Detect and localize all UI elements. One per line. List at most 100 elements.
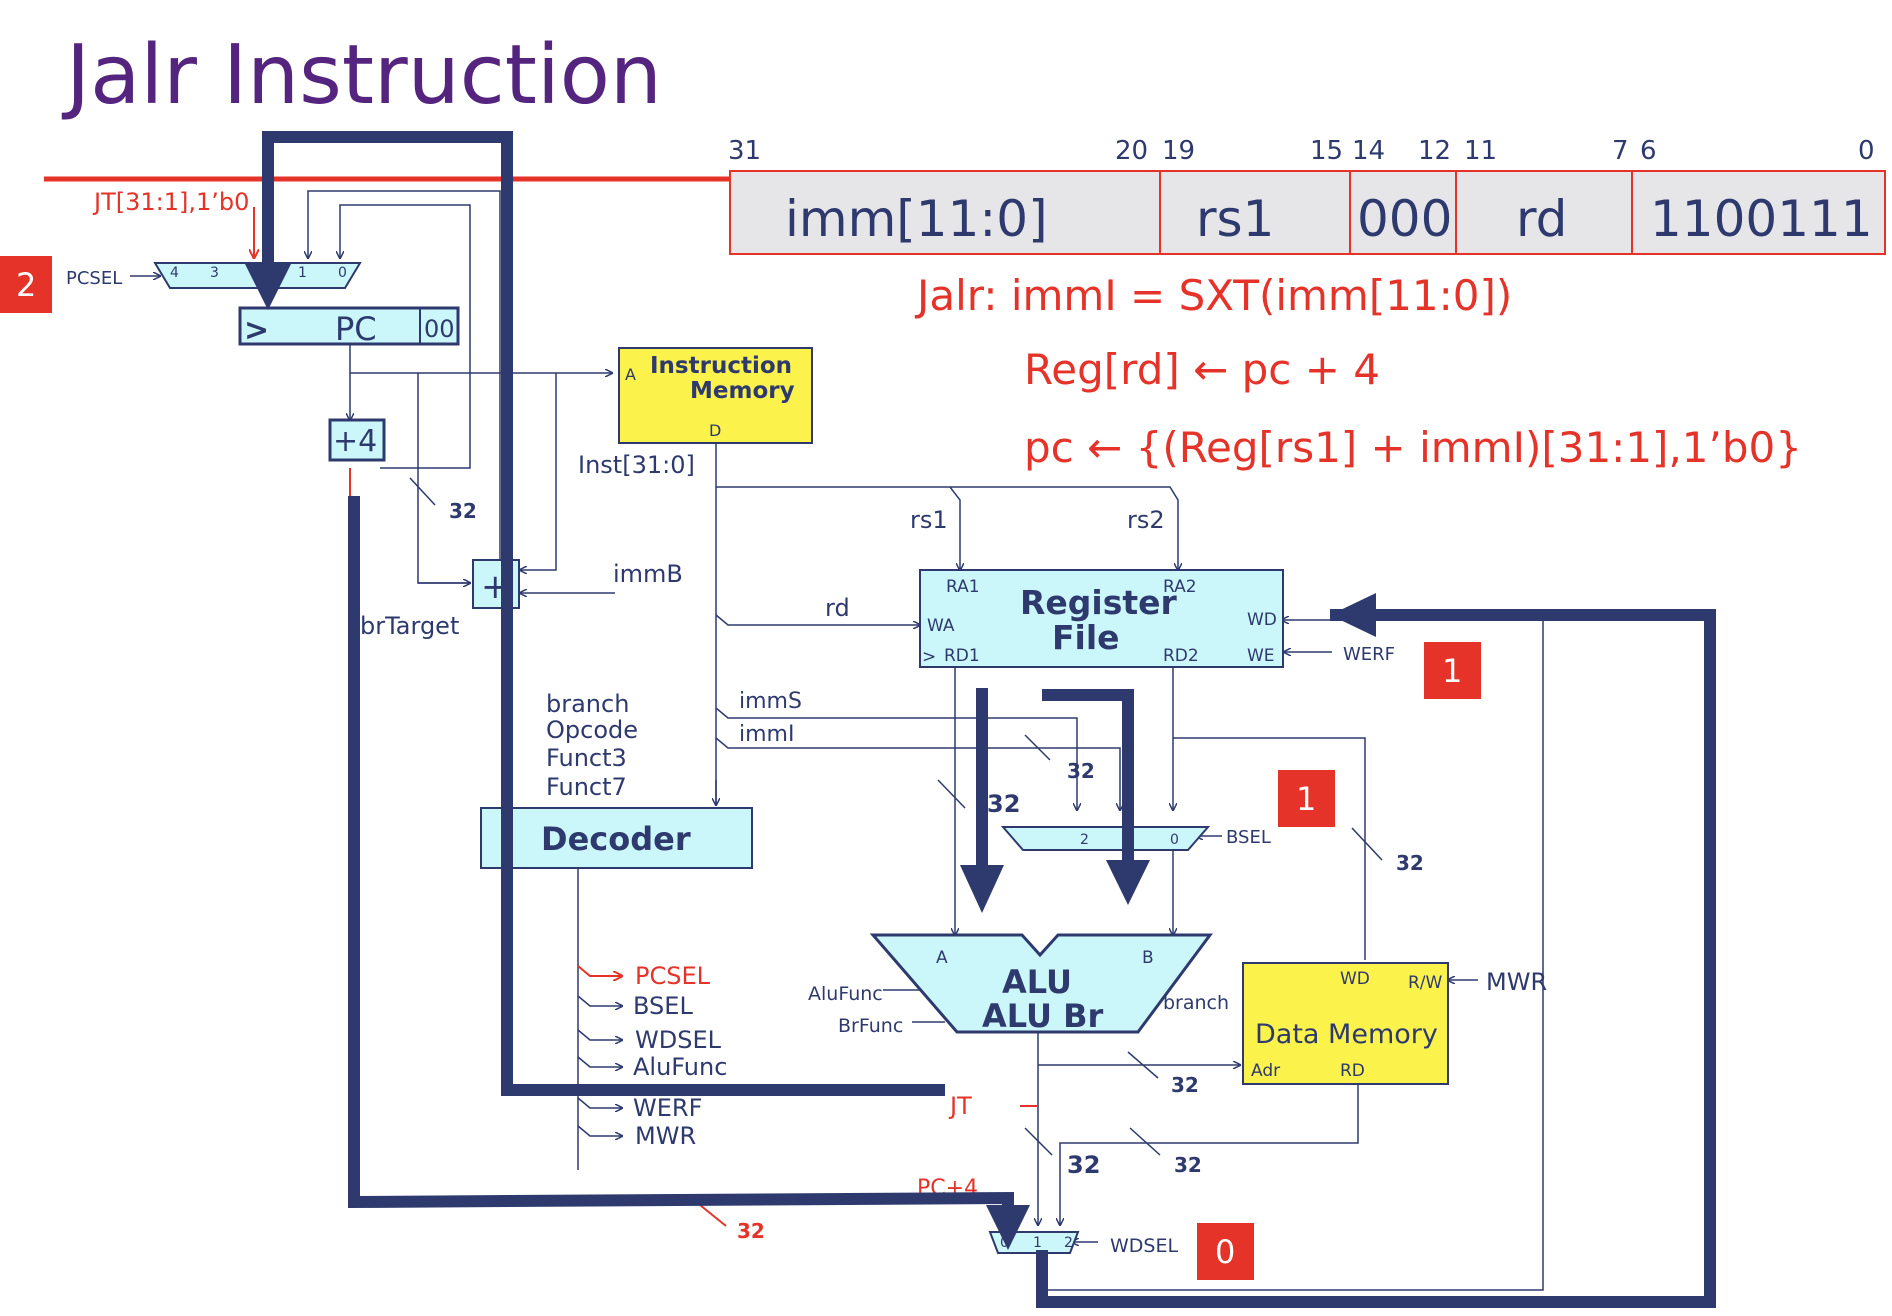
regfile-title-2: File [1052,618,1120,657]
bus-width-label: 32 [1067,1151,1100,1179]
pcsel-mux-input: 4 [170,265,179,281]
rd-label: rd [825,594,850,622]
alu-branch-label: branch [1163,992,1229,1014]
badge-wdsel-value: 0 [1215,1233,1235,1271]
highlight-immi-path [1042,689,1134,865]
decoder-input-label: branch [546,690,629,718]
field-opcode: 1100111 [1650,190,1873,248]
bit-label: 0 [1858,136,1875,166]
pc-register [238,306,460,346]
instruction-memory [618,347,813,444]
pc-suffix: 00 [424,315,455,343]
highlight-jt-path [262,131,945,1096]
bsel-label: BSEL [1226,827,1271,848]
wire-pc-to-adder-b [520,373,557,570]
imem-title-2: Memory [690,378,795,404]
pc-clock-icon: > [244,313,269,348]
imms-label: immS [739,689,802,714]
badge-pcsel-value: 2 [16,266,36,304]
alu [869,933,1213,1034]
regfile-port: RA1 [946,577,980,597]
decoder-input-label: Funct7 [546,773,627,801]
wire-mem-rd [1060,1080,1359,1225]
bus-width-label: 32 [1396,851,1424,875]
wire-brtarget-feedback [308,190,501,583]
ctrl-mwr: MWR [635,1122,696,1150]
wire-rd2-to-wd [1173,737,1366,960]
regfile-title-1: Register [1020,583,1178,622]
rs1-label: rs1 [910,506,948,534]
werf-signal-label: WERF [1343,644,1395,665]
plus4-adder [328,418,386,462]
dmem-title: Data Memory [1255,1019,1438,1050]
bit-label: 20 [1115,136,1148,166]
bsel-mux-input: 2 [1080,832,1089,848]
highlight-arrowhead [960,865,1004,913]
pcsel-label: PCSEL [66,268,122,289]
equation-reg-rd: Reg[rd] ← pc + 4 [1024,345,1380,394]
imem-title-1: Instruction [650,353,792,379]
wdsel-label: WDSEL [1110,1235,1178,1257]
alu-br-label: ALU Br [982,997,1104,1035]
dmem-port-wd: WD [1340,969,1370,989]
regfile-port: WA [927,616,955,636]
field-rd: rd [1516,190,1567,248]
decoder-input-label: Opcode [546,716,638,744]
bit-label: 12 [1418,136,1451,166]
ctrl-bsel: BSEL [633,992,693,1020]
bit-positions: 31 20 19 15 14 12 11 7 6 0 [728,136,1875,166]
mwr-signal-label: MWR [1486,968,1547,996]
register-file [919,569,1284,668]
immi-label: immI [739,722,794,747]
wire-immi [715,737,1120,810]
wire-rs1 [716,486,960,570]
decoder-label: Decoder [541,820,691,858]
bus-width-label: 32 [1174,1153,1202,1177]
rs2-label: rs2 [1127,506,1165,534]
plus4-label: +4 [333,424,377,459]
dmem-port-rd: RD [1340,1061,1365,1081]
regfile-port: RD2 [1163,646,1199,666]
equation-pc: pc ← {(Reg[rs1] + immI)[31:1],1’b0} [1024,423,1802,472]
highlight-wd-path [1036,609,1716,1308]
badge-pcsel [0,256,52,313]
alu-label: ALU [1002,963,1072,1001]
bus-width-label: 32 [737,1219,765,1243]
bit-label: 15 [1310,136,1343,166]
ctrl-alufunc: AluFunc [633,1053,727,1081]
highlight-arrowhead [244,262,292,310]
ctrl-werf: WERF [633,1094,702,1122]
badge-werf-value: 1 [1442,652,1462,690]
alu-port-b: B [1142,948,1154,968]
alu-port-a: A [936,948,948,968]
wire-rd [715,614,920,625]
brtarget-label: brTarget [360,612,459,640]
bsel-mux-input: 0 [1170,832,1179,848]
dmem-port-adr: Adr [1251,1061,1280,1081]
imem-port-d: D [709,421,721,440]
bit-label: 6 [1640,136,1657,166]
inst-bus-label: Inst[31:0] [578,451,695,479]
decoder [480,807,753,869]
brfunc-label: BrFunc [838,1015,903,1037]
ctrl-wdsel: WDSEL [635,1026,722,1054]
wire-pc-to-adder [417,373,470,583]
bit-label: 7 [1612,136,1629,166]
alufunc-label: AluFunc [808,983,883,1005]
bit-label: 14 [1352,136,1385,166]
data-memory [1242,962,1449,1085]
wire-pc4-feedback [340,204,471,469]
regfile-clock-icon: > [922,647,936,667]
pcsel-mux-input: 0 [338,265,347,281]
dmem-port-rw: R/W [1408,973,1443,993]
wire-imms [715,707,1077,810]
wire-ctrl-pcsel [577,965,622,976]
highlight-arrowhead [1330,593,1376,637]
wire-ctrl-werf [577,1097,622,1108]
wire-ctrl-bsel [577,995,622,1006]
wdsel-mux-input: 2 [1064,1235,1073,1251]
wire-ctrl-wdsel [577,1029,622,1040]
wire-pc-to-imem [349,345,612,373]
bus-width-label: 32 [987,790,1020,818]
bus-width-label: 32 [1067,759,1095,783]
